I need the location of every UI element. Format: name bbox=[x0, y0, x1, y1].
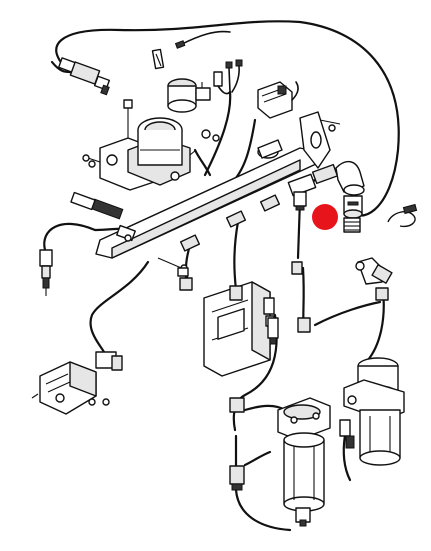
elbow-hose-fitting bbox=[335, 161, 365, 219]
injector-connector-3 bbox=[259, 194, 281, 212]
ecu-control-module bbox=[203, 281, 275, 377]
inline-connector-rail-right bbox=[311, 163, 339, 185]
fuel-filter-left bbox=[277, 397, 331, 527]
injector-connector-2 bbox=[225, 210, 247, 228]
rail-bolt bbox=[70, 191, 124, 220]
inline-connector-bottom-1 bbox=[229, 397, 245, 413]
main-harness-connector bbox=[257, 81, 299, 119]
pressure-sensor-right bbox=[355, 257, 393, 285]
module-inline-connector bbox=[267, 261, 311, 345]
throttle-body-assembly bbox=[82, 99, 191, 191]
clip-bracket-top bbox=[151, 48, 165, 70]
coolant-temp-sensor-left bbox=[39, 249, 53, 296]
cable-clamp-left bbox=[116, 224, 136, 242]
inline-connector-right bbox=[375, 287, 389, 301]
threaded-fitting-right bbox=[343, 217, 361, 233]
inline-connector-mid-2 bbox=[179, 277, 193, 291]
wire-end-terminal-top bbox=[174, 40, 186, 49]
actuator-module-lower-left bbox=[31, 351, 123, 415]
injector-connector-1 bbox=[179, 234, 201, 252]
harness-wires bbox=[43, 20, 400, 532]
hose-clamp-far-right bbox=[387, 203, 418, 228]
connector-plug-mid-top bbox=[213, 59, 243, 95]
fuel-filter-right bbox=[339, 357, 405, 466]
highlight-marker bbox=[312, 204, 338, 230]
screw-fasteners bbox=[88, 129, 220, 168]
t-junction-fitting bbox=[287, 173, 317, 211]
idle-air-solenoid bbox=[167, 78, 211, 113]
temperature-sensor-top-left bbox=[50, 57, 111, 96]
inline-connector-mid-1 bbox=[229, 285, 243, 301]
mounting-plate-upper-right bbox=[257, 111, 341, 169]
inline-connector-bottom-2 bbox=[229, 465, 245, 491]
